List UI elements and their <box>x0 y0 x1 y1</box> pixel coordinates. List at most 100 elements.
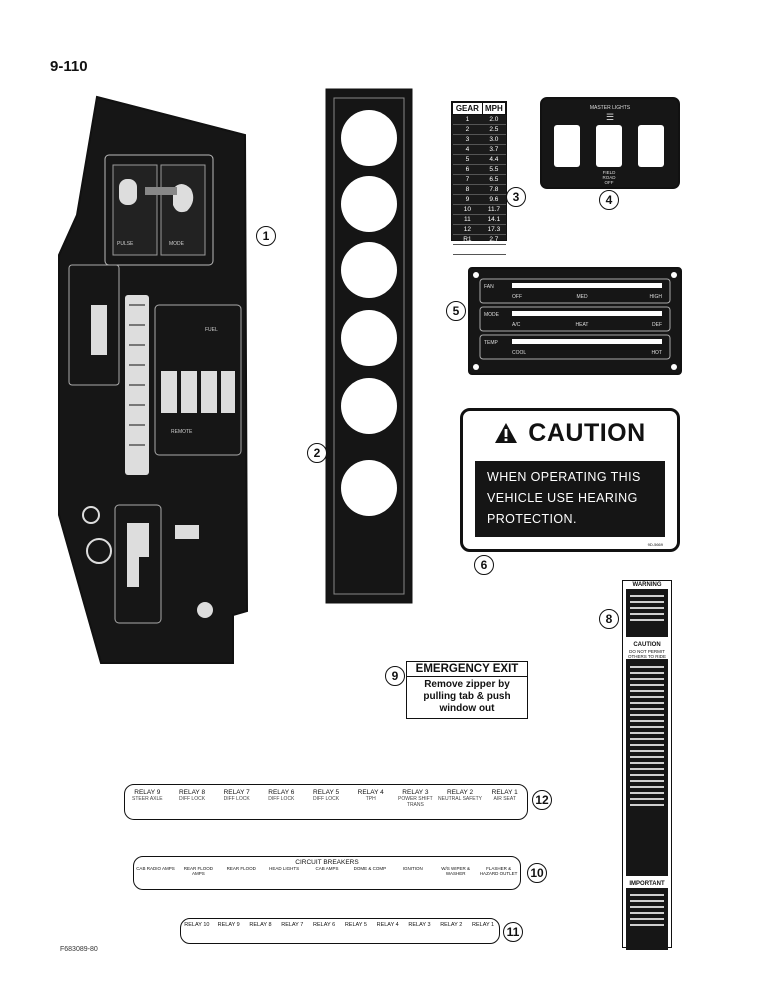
emergency-line: Remove zipper by <box>424 679 510 690</box>
relay-label: RELAY 6 <box>268 789 295 796</box>
callout-2: 2 <box>307 443 327 463</box>
caution-part-number: 9D-5669 <box>647 542 663 547</box>
relay-label: RELAY 1 <box>472 922 495 928</box>
relay-label: RELAY 2 <box>446 789 474 796</box>
gear-cell: 3 <box>452 134 483 145</box>
fan-off: OFF <box>512 294 522 300</box>
mode-road: ROAD <box>602 175 616 180</box>
relay-label: RELAY 3 <box>408 922 431 928</box>
caution-line: VEHICLE USE HEARING <box>487 491 638 505</box>
gauge-bezel-decal <box>325 88 413 604</box>
gear-cell: 6 <box>452 164 483 175</box>
relay-function: DIFF LOCK <box>312 796 340 802</box>
mph-cell: 6.5 <box>482 174 506 185</box>
gear-cell: 7 <box>452 174 483 185</box>
callout-4: 5 <box>446 301 466 321</box>
caution-message: WHEN OPERATING THIS VEHICLE USE HEARING … <box>475 461 665 537</box>
callout-11: 11 <box>503 922 523 942</box>
footer-code: F683089-80 <box>60 946 98 953</box>
mode-label: MODE <box>169 241 185 247</box>
gear-cell: 5 <box>452 154 483 165</box>
mph-cell: 11.7 <box>482 204 506 215</box>
relay-label: RELAY 6 <box>313 922 336 928</box>
gear-cell: R1 <box>452 234 483 245</box>
temp-hot: HOT <box>651 350 662 356</box>
mode-off: OFF <box>605 180 614 185</box>
breaker-label: CAB AMPS <box>315 866 339 871</box>
relay-function: DIFF LOCK <box>268 796 295 802</box>
mph-cell: 2.7 <box>482 234 506 245</box>
mph-cell: 4.4 <box>482 154 506 165</box>
gear-header: GEAR <box>452 102 483 115</box>
relay-label: RELAY 1 <box>491 789 518 796</box>
mode-ac: A/C <box>512 322 521 328</box>
gear-cell: 11 <box>452 214 483 225</box>
warning-heading: WARNING <box>632 582 662 588</box>
remote-label: REMOTE <box>171 429 193 435</box>
gear-cell: 2 <box>452 124 483 135</box>
mode-label-hvac: MODE <box>484 312 500 318</box>
fuel-label: FUEL <box>205 327 218 333</box>
relay-label: RELAY 4 <box>376 922 399 928</box>
relay-function: NEUTRAL SAFETY <box>438 796 483 802</box>
mph-cell: 9.6 <box>482 194 506 205</box>
breaker-label: DOME & COMP <box>353 866 387 871</box>
relay-label: RELAY 5 <box>312 789 340 796</box>
gear-cell: 1 <box>452 114 483 125</box>
fan-label: FAN <box>484 284 494 290</box>
breaker-label: IGNITION <box>402 866 423 871</box>
relay-function: STEER AXLE <box>132 796 163 802</box>
breaker-label: HEAD LIGHTS <box>269 866 300 871</box>
control-panel-decal: PULSE MODE FUEL REMOTE <box>58 95 249 664</box>
gear-cell: 4 <box>452 144 483 155</box>
mph-cell: 3.0 <box>482 134 506 145</box>
warning-instruction-strip: WARNING CAUTION DO NOT PERMIT OTHERS TO … <box>622 580 672 950</box>
caution-line: WHEN OPERATING THIS <box>487 470 641 484</box>
fan-high: HIGH <box>650 294 663 300</box>
gear-cell: 8 <box>452 184 483 195</box>
breaker-label: FLASHER & HAZARD OUTLET <box>479 866 518 876</box>
gear-cell: 12 <box>452 224 483 235</box>
callout-12: 12 <box>532 790 552 810</box>
callout-1: 1 <box>256 226 276 246</box>
mph-cell: 3.7 <box>482 144 506 155</box>
callout-5: 4 <box>599 190 619 210</box>
relay-function: TPH <box>365 796 376 802</box>
mph-cell: 7.8 <box>482 184 506 195</box>
mph-cell: 17.3 <box>482 224 506 235</box>
relay-function: POWER SHIFT TRANS <box>398 796 433 808</box>
mode-def: DEF <box>652 322 662 328</box>
circuit-breakers-title: CIRCUIT BREAKERS <box>295 859 359 866</box>
circuit-breaker-strip: CIRCUIT BREAKERS CAB RADIO AMPS REAR FLO… <box>133 856 521 890</box>
warning-triangle-icon <box>495 423 518 443</box>
page-number: 9-110 <box>50 58 88 75</box>
breaker-label: W/S WIPER & WASHER <box>441 866 471 876</box>
callout-10: 10 <box>527 863 547 883</box>
mph-cell: 5.5 <box>482 164 506 175</box>
breaker-label: REAR FLOOD AMPS <box>183 866 213 876</box>
relay-label: RELAY 8 <box>178 789 206 796</box>
master-lights-title: MASTER LIGHTS <box>590 105 631 111</box>
callout-9: 9 <box>385 666 405 686</box>
fan-med: MED <box>576 294 588 300</box>
caution-title: CAUTION <box>528 418 646 447</box>
temp-label: TEMP <box>484 340 499 346</box>
caution-heading: CAUTION <box>633 642 661 648</box>
relay-label: RELAY 2 <box>440 922 463 928</box>
hvac-control-decal: FAN MODE TEMP OFF MED HIGH A/C HEAT DEF … <box>468 267 682 375</box>
breaker-label: CAB RADIO AMPS <box>136 866 175 871</box>
relay-label: RELAY 7 <box>223 789 250 796</box>
relay-label: RELAY 3 <box>402 789 429 796</box>
emergency-exit-title: EMERGENCY EXIT <box>407 662 527 677</box>
relay-label: RELAY 8 <box>249 922 272 928</box>
relay-label: RELAY 5 <box>344 922 367 928</box>
emergency-line: window out <box>439 703 495 714</box>
relay-label: RELAY 7 <box>281 922 304 928</box>
caution-hearing-decal: CAUTION WHEN OPERATING THIS VEHICLE USE … <box>460 408 680 552</box>
mph-cell: 4.8 <box>482 244 506 255</box>
emergency-exit-decal: EMERGENCY EXIT Remove zipper by pulling … <box>406 661 528 719</box>
mph-cell: 14.1 <box>482 214 506 225</box>
caution-subheading: DO NOT PERMIT OTHERS TO RIDE <box>627 649 667 659</box>
